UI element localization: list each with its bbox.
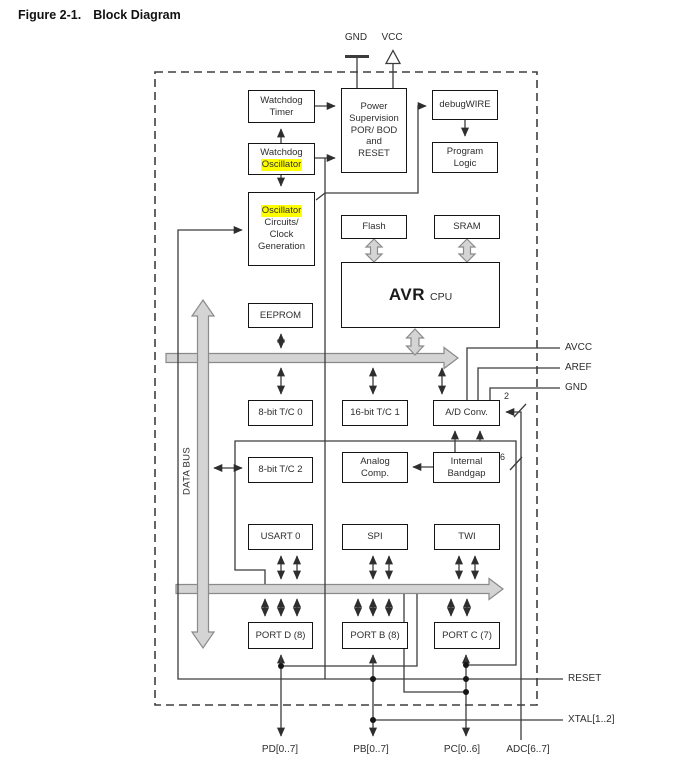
program-logic-label: Program <box>446 145 484 157</box>
aref-pin-label: AREF <box>565 362 592 373</box>
xtal-pin-label: XTAL[1..2] <box>568 714 615 725</box>
timer2-label: 8-bit T/C 2 <box>258 464 303 476</box>
adc-direct-net <box>505 407 522 740</box>
block-oscillator-clock: Oscillator Circuits/ Clock Generation <box>248 192 315 266</box>
adc-pins-label: ADC[6..7] <box>506 744 550 755</box>
debugwire-label: debugWIRE <box>439 99 491 111</box>
watchdog-oscillator-highlight: Oscillator <box>260 159 303 171</box>
adc-direct-width: 2 <box>504 391 510 401</box>
program-logic-label2: Logic <box>453 157 477 169</box>
block-spi: SPI <box>342 524 408 550</box>
watchdog-oscillator-label: Watchdog <box>260 147 303 159</box>
power-supervision-label: Power <box>360 101 388 113</box>
block-port-b: PORT B (8) <box>342 622 408 649</box>
slash-6 <box>509 456 523 471</box>
horizontal-bus-2 <box>175 577 504 601</box>
block-watchdog-timer: Watchdog Timer <box>248 90 315 123</box>
pb-pins-label: PB[0..7] <box>353 744 389 755</box>
data-bus-label: DATA BUS <box>181 447 193 495</box>
port-c-label: PORT C (7) <box>442 629 492 641</box>
watchdog-timer-label2: Timer <box>269 106 294 118</box>
junction-dots <box>278 662 469 723</box>
block-port-c: PORT C (7) <box>434 622 500 649</box>
usart0-label: USART 0 <box>260 531 301 543</box>
power-supervision-label3: POR/ BOD <box>350 124 398 136</box>
analog-comp-label: Analog <box>360 455 390 467</box>
eeprom-label: EEPROM <box>259 309 302 321</box>
figure-number: Figure 2-1. <box>18 8 82 22</box>
port-d-label: PORT D (8) <box>255 629 306 641</box>
bandgap-label2: Bandgap <box>447 467 486 479</box>
avcc-pin-label: AVCC <box>565 342 593 353</box>
twi-label: TWI <box>458 531 476 543</box>
block-timer2: 8-bit T/C 2 <box>248 457 313 483</box>
oscillator-clock-label4: Generation <box>257 240 305 252</box>
block-adc: A/D Conv. <box>433 400 500 426</box>
avr-label: AVR <box>388 285 425 305</box>
oscillator-highlight: Oscillator <box>260 205 303 218</box>
block-usart0: USART 0 <box>248 524 313 550</box>
block-timer1: 16-bit T/C 1 <box>342 400 408 426</box>
sram-label: SRAM <box>453 221 481 233</box>
watchdog-timer-label: Watchdog <box>260 94 303 106</box>
gnd-top-label: GND <box>344 32 368 43</box>
block-program-logic: Program Logic <box>432 142 498 173</box>
analog-comp-label2: Comp. <box>361 467 389 479</box>
vcc-top-label: VCC <box>381 32 403 43</box>
gnd-symbol-icon <box>345 55 369 88</box>
figure-caption: Figure 2-1. Block Diagram <box>18 8 181 22</box>
block-watchdog-oscillator: Watchdog Oscillator <box>248 143 315 175</box>
block-debugwire: debugWIRE <box>432 90 498 120</box>
timer0-label: 8-bit T/C 0 <box>258 407 303 419</box>
power-supervision-label4: and <box>366 136 382 148</box>
flash-cpu-bus <box>364 238 384 263</box>
flash-label: Flash <box>362 221 386 233</box>
block-avr-cpu: AVR CPU <box>341 262 500 328</box>
adc-label: A/D Conv. <box>445 407 488 419</box>
block-flash: Flash <box>341 215 407 239</box>
pd-pins-label: PD[0..7] <box>261 744 299 755</box>
reset-pin-label: RESET <box>568 673 602 684</box>
cpu-bus <box>405 328 425 356</box>
block-power-supervision: Power Supervision POR/ BOD and RESET <box>341 88 407 173</box>
slash-2 <box>513 403 527 418</box>
sram-cpu-bus <box>457 238 477 263</box>
data-bus-vertical <box>190 298 216 650</box>
power-supervision-label5: RESET <box>358 148 390 160</box>
port-b-label: PORT B (8) <box>350 629 400 641</box>
pc-pins-label: PC[0..6] <box>443 744 481 755</box>
adc-channel-net <box>234 440 517 666</box>
block-eeprom: EEPROM <box>248 303 313 328</box>
timer1-label: 16-bit T/C 1 <box>350 407 400 419</box>
bus-arrows <box>165 238 504 650</box>
block-port-d: PORT D (8) <box>248 622 313 649</box>
gnd-pin-label: GND <box>565 382 588 393</box>
horizontal-bus-1 <box>165 346 459 370</box>
block-analog-comp: Analog Comp. <box>342 452 408 483</box>
block-twi: TWI <box>434 524 500 550</box>
bandgap-label: Internal <box>450 455 483 467</box>
adc-port-width: 6 <box>500 452 506 462</box>
cpu-label: CPU <box>429 291 453 304</box>
spi-label: SPI <box>367 531 383 543</box>
figure-title: Block Diagram <box>93 8 181 22</box>
power-supervision-label2: Supervision <box>349 112 399 124</box>
signal-lines <box>177 49 563 740</box>
oscillator-clock-label3: Clock <box>269 229 294 240</box>
oscillator-clock-label2: Circuits/ <box>264 217 299 229</box>
block-timer0: 8-bit T/C 0 <box>248 400 313 426</box>
block-sram: SRAM <box>434 215 500 239</box>
block-bandgap: Internal Bandgap <box>433 452 500 483</box>
vcc-symbol-icon <box>384 49 402 88</box>
